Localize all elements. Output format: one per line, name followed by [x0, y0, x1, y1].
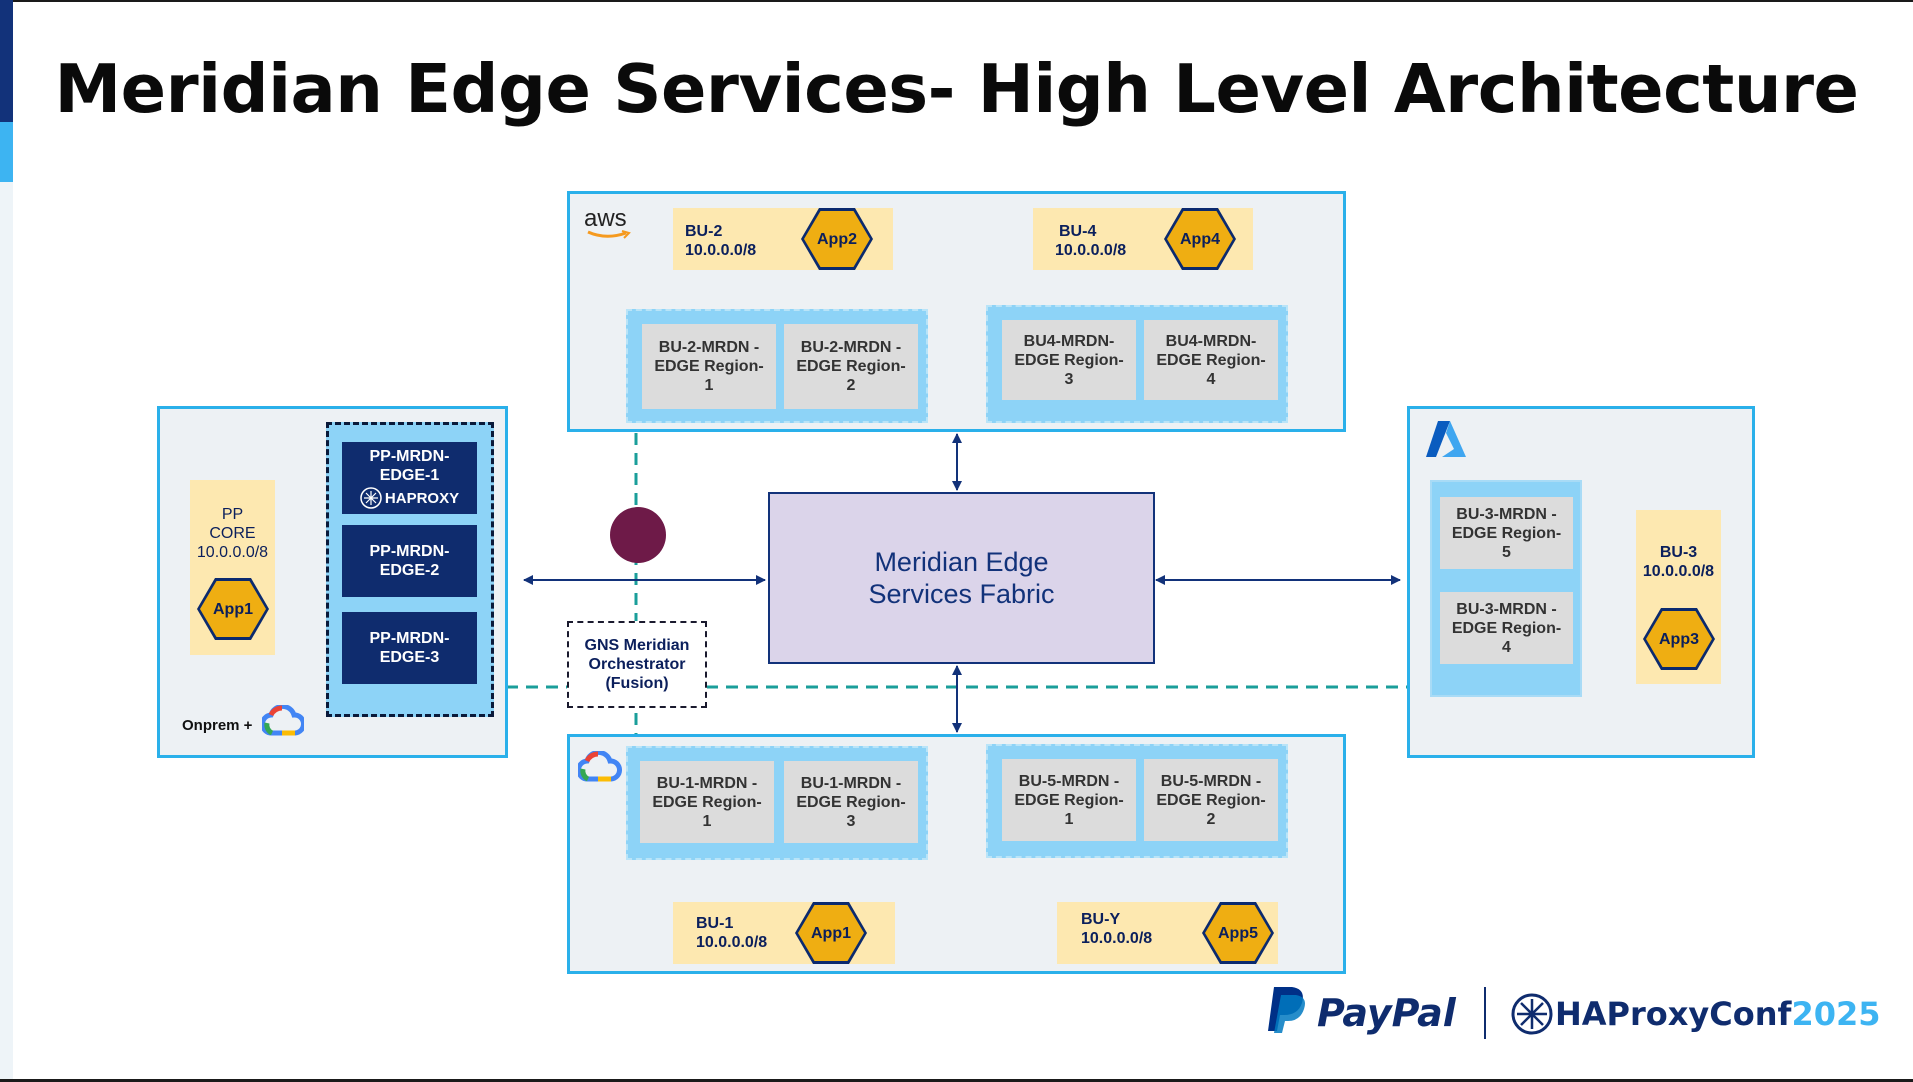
bu2-edge-region-2: BU-2-MRDN -EDGE Region-2: [784, 324, 918, 409]
footer-logos: PayPal HAProxyConf2025: [1262, 985, 1881, 1041]
fabric-line1: Meridian Edge: [874, 547, 1049, 577]
app3-label: App3: [1646, 611, 1712, 667]
fabric-line2: Services Fabric: [868, 579, 1055, 609]
bu1-box: BU-1 10.0.0.0/8 App1: [673, 902, 895, 964]
bu2-edge-1-label: BU-2-MRDN -EDGE Region-1: [654, 339, 764, 394]
bu3-box: BU-3 10.0.0.0/8 App3: [1636, 510, 1721, 684]
bu4-cidr: 10.0.0.0/8: [1055, 242, 1127, 259]
bu4-edge-4-label: BU4-MRDN- EDGE Region-4: [1156, 332, 1266, 388]
bu5-edge-group: BU-5-MRDN -EDGE Region-1 BU-5-MRDN -EDGE…: [986, 744, 1288, 858]
app3-hexagon: App3: [1643, 608, 1715, 670]
app4-hexagon: App4: [1164, 208, 1236, 270]
paypal-wordmark: PayPal: [1317, 991, 1456, 1035]
bu4-box: BU-4 10.0.0.0/8 App4: [1033, 208, 1253, 270]
gns-orchestrator-box: GNS Meridian Orchestrator (Fusion): [567, 621, 707, 708]
pp-edge-group: PP-MRDN- EDGE-1 HAPROXY PP-MRDN- EDGE-2 …: [326, 422, 494, 717]
bu5-cidr: 10.0.0.0/8: [1081, 930, 1153, 947]
haproxy-icon: [360, 487, 382, 509]
app1-gcp-hexagon: App1: [795, 902, 867, 964]
app4-label: App4: [1167, 211, 1233, 267]
pp-core-line1: PP: [221, 506, 244, 523]
aws-smile-icon: [587, 230, 631, 239]
bu4-edge-region-3: BU4-MRDN- EDGE Region-3: [1002, 320, 1136, 400]
bu3-name: BU-3: [1659, 544, 1698, 561]
meridian-edge-fabric: Meridian Edge Services Fabric: [768, 492, 1155, 664]
azure-logo-icon: [1426, 421, 1466, 457]
pp-core-line2: CORE: [209, 525, 256, 542]
bu3-edge-region-4: BU-3-MRDN -EDGE Region-4: [1440, 592, 1573, 664]
bu2-box: BU-2 10.0.0.0/8 App2: [673, 208, 893, 270]
bu1-edge-region-1: BU-1-MRDN -EDGE Region-1: [640, 761, 774, 843]
bu3-cidr: 10.0.0.0/8: [1642, 563, 1715, 580]
bu2-edge-2-label: BU-2-MRDN -EDGE Region-2: [796, 339, 906, 394]
aws-logo: aws: [584, 205, 632, 240]
app5-hexagon: App5: [1202, 902, 1274, 964]
bu5-edge-2-label: BU-5-MRDN -EDGE Region-2: [1156, 772, 1266, 828]
bu1-edge-3-label: BU-1-MRDN -EDGE Region-3: [796, 774, 906, 830]
app2-hexagon: App2: [801, 208, 873, 270]
bu1-edge-1-label: BU-1-MRDN -EDGE Region-1: [652, 774, 762, 830]
footer-divider: [1484, 987, 1486, 1039]
onprem-label: Onprem +: [182, 717, 253, 734]
page-title: Meridian Edge Services- High Level Archi…: [54, 50, 1859, 128]
left-accent-light: [0, 122, 13, 182]
app5-label: App5: [1205, 905, 1271, 961]
bu1-cidr: 10.0.0.0/8: [696, 934, 768, 951]
bu5-name: BU-Y: [1081, 911, 1121, 928]
app1-onprem-label: App1: [200, 581, 266, 637]
bu3-edge-4-label: BU-3-MRDN -EDGE Region-4: [1451, 600, 1562, 656]
google-cloud-icon: [578, 751, 622, 782]
pp-edge-3-label: PP-MRDN- EDGE-3: [369, 630, 450, 666]
bu2-edge-region-1: BU-2-MRDN -EDGE Region-1: [642, 324, 776, 409]
bu5-edge-region-2: BU-5-MRDN -EDGE Region-2: [1144, 759, 1278, 841]
orchestrator-node: [610, 507, 666, 563]
orchestrator-line2: Orchestrator: [588, 656, 686, 673]
orchestrator-line3: (Fusion): [605, 675, 669, 692]
bu5-edge-1-label: BU-5-MRDN -EDGE Region-1: [1014, 772, 1124, 828]
bottom-border: [0, 1079, 1913, 1082]
google-cloud-icon: [262, 705, 304, 736]
top-border: [0, 0, 1913, 2]
pp-edge-1: PP-MRDN- EDGE-1 HAPROXY: [342, 442, 477, 514]
bu4-edge-3-label: BU4-MRDN- EDGE Region-3: [1014, 332, 1124, 388]
haproxy-text: HAPROXY: [384, 489, 460, 507]
bu4-edge-region-4: BU4-MRDN- EDGE Region-4: [1144, 320, 1278, 400]
bu4-name: BU-4: [1059, 223, 1097, 240]
bu2-cidr: 10.0.0.0/8: [685, 242, 757, 259]
bu3-edge-region-5: BU-3-MRDN -EDGE Region-5: [1440, 497, 1573, 569]
app1-gcp-label: App1: [798, 905, 864, 961]
pp-edge-1-label: PP-MRDN- EDGE-1: [369, 448, 450, 484]
app2-label: App2: [804, 211, 870, 267]
bu2-edge-group: BU-2-MRDN -EDGE Region-1 BU-2-MRDN -EDGE…: [626, 309, 928, 423]
pp-edge-2: PP-MRDN- EDGE-2: [342, 525, 477, 597]
pp-core-box: PP CORE 10.0.0.0/8 App1: [190, 480, 275, 655]
aws-logo-text: aws: [584, 205, 627, 232]
bu5-edge-region-1: BU-5-MRDN -EDGE Region-1: [1002, 759, 1136, 841]
haproxy-conf-icon: [1511, 993, 1553, 1035]
pp-edge-3: PP-MRDN- EDGE-3: [342, 612, 477, 684]
bu4-edge-group: BU4-MRDN- EDGE Region-3 BU4-MRDN- EDGE R…: [986, 305, 1288, 423]
app1-onprem-hexagon: App1: [197, 578, 269, 640]
orchestrator-line1: GNS Meridian: [584, 637, 690, 654]
bu1-edge-group: BU-1-MRDN -EDGE Region-1 BU-1-MRDN -EDGE…: [626, 746, 928, 860]
left-accent-dark: [0, 0, 13, 122]
bu2-name: BU-2: [685, 223, 723, 240]
haproxyconf-year: 2025: [1791, 995, 1881, 1033]
bu1-edge-region-3: BU-1-MRDN -EDGE Region-3: [784, 761, 918, 843]
bu1-name: BU-1: [696, 915, 734, 932]
pp-core-cidr: 10.0.0.0/8: [196, 544, 269, 561]
bu3-edge-group: BU-3-MRDN -EDGE Region-5 BU-3-MRDN -EDGE…: [1430, 480, 1582, 697]
bu5-box: BU-Y 10.0.0.0/8 App5: [1057, 902, 1278, 964]
paypal-logo-icon: [1268, 987, 1305, 1033]
haproxyconf-text: HAProxyConf: [1555, 995, 1792, 1033]
left-accent-band: [0, 0, 13, 1082]
pp-edge-2-label: PP-MRDN- EDGE-2: [369, 543, 450, 579]
haproxyconf-wordmark: HAProxyConf2025: [1555, 995, 1881, 1033]
bu3-edge-5-label: BU-3-MRDN -EDGE Region-5: [1451, 505, 1562, 561]
haproxy-badge: HAPROXY: [360, 487, 459, 509]
